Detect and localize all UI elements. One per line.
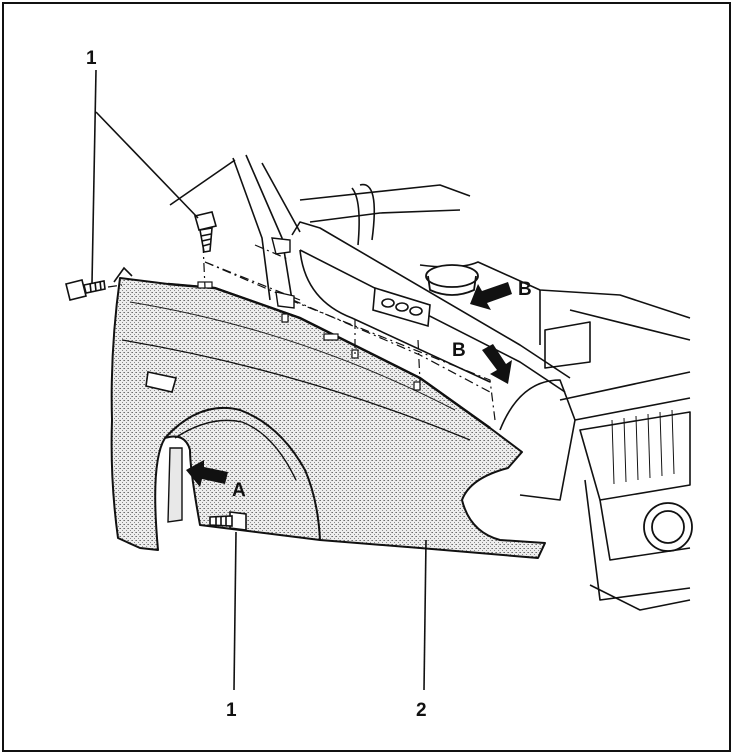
- leader-lines: [91, 69, 427, 691]
- fog-lamp: [643, 502, 693, 552]
- reservoir-cap: [425, 264, 479, 296]
- pillar-brackets: [271, 237, 295, 309]
- arrow-b-lower-icon: [482, 344, 512, 384]
- flange-hook: [113, 266, 133, 283]
- screw-top-icon: [194, 211, 217, 253]
- arrow-b-upper-icon: [470, 282, 512, 310]
- screw-left-icon: [65, 279, 106, 301]
- screw-bottom-icon: [209, 511, 247, 531]
- callout-2: 2: [416, 700, 427, 721]
- callout-1-bottom: 1: [226, 700, 237, 721]
- car-body-structure: [169, 154, 691, 611]
- callout-arrow-b-lower: B: [452, 340, 466, 361]
- callout-arrow-b-upper: B: [518, 279, 532, 300]
- callout-arrow-a: A: [232, 480, 246, 501]
- cowl-vent: [372, 286, 431, 328]
- callout-1-top: 1: [86, 48, 97, 69]
- headlight-lens: [611, 409, 675, 485]
- front-fender: [110, 277, 546, 559]
- arrow-a-icon: [186, 460, 228, 487]
